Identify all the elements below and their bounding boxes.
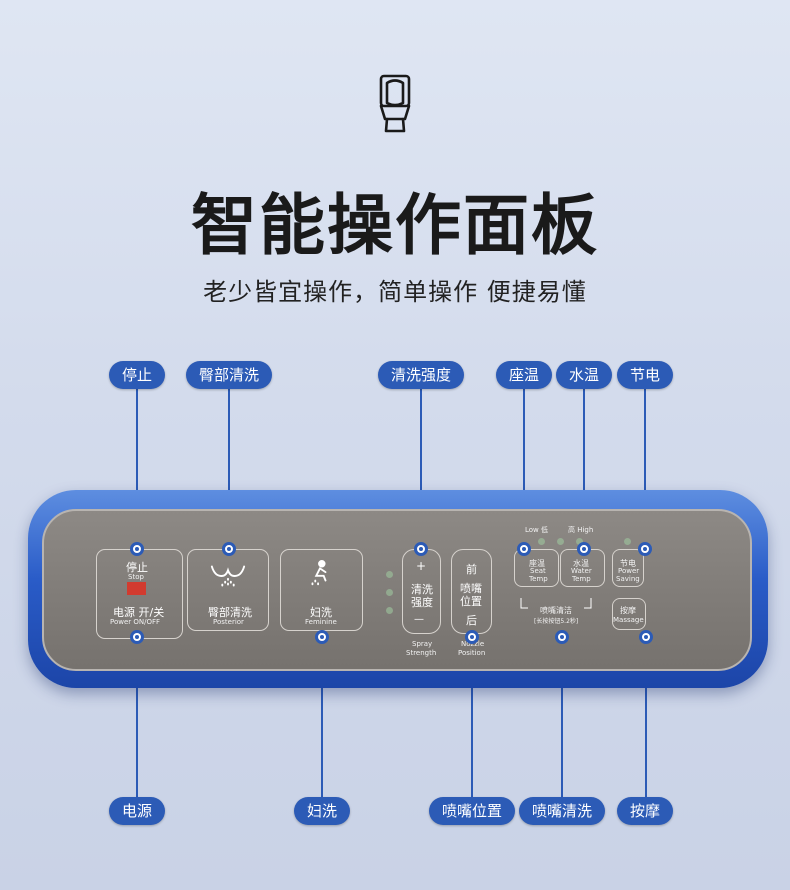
connector-nozzle-position xyxy=(471,638,473,798)
callout-seat-temp: 座温 xyxy=(496,361,552,389)
massage-label-en: Massage xyxy=(613,616,644,624)
seat-temp-button[interactable] xyxy=(514,549,559,587)
toilet-icon xyxy=(379,74,411,133)
temp-indicator-1 xyxy=(538,538,545,545)
nozzle-clean-bracket xyxy=(520,598,592,609)
position-label-1: 喷嘴 xyxy=(460,582,482,595)
callout-massage: 按摩 xyxy=(617,797,673,825)
power-label-en: Power ON/OFF xyxy=(110,618,161,626)
marker-strength xyxy=(414,542,428,556)
callout-nozzle-clean: 喷嘴清洗 xyxy=(519,797,605,825)
marker-nozzle-clean xyxy=(555,630,569,644)
strength-minus[interactable]: — xyxy=(414,614,424,625)
posterior-label-en: Posterior xyxy=(213,618,244,626)
strength-en-1: Spray xyxy=(412,640,433,648)
strength-label-2: 强度 xyxy=(411,596,433,609)
connector-strength xyxy=(420,389,422,549)
feminine-icon xyxy=(311,560,327,586)
marker-massage xyxy=(639,630,653,644)
callout-power-saving: 节电 xyxy=(617,361,673,389)
marker-posterior xyxy=(222,542,236,556)
control-panel-face xyxy=(42,509,752,671)
strength-indicator-3 xyxy=(386,607,393,614)
power-saving-indicator xyxy=(624,538,631,545)
page-subtitle: 老少皆宜操作，简单操作 便捷易懂 xyxy=(203,278,587,306)
feminine-label-en: Feminine xyxy=(305,618,337,626)
stop-label-en: Stop xyxy=(128,573,144,581)
callout-power: 电源 xyxy=(109,797,165,825)
connector-nozzle-clean xyxy=(561,638,563,798)
stop-indicator xyxy=(127,582,146,595)
position-en-1: Nozzle xyxy=(461,640,485,648)
connector-power xyxy=(136,638,138,798)
posterior-icon xyxy=(210,565,246,587)
marker-power-saving xyxy=(638,542,652,556)
position-front[interactable]: 前 xyxy=(466,563,477,576)
strength-plus[interactable]: + xyxy=(416,559,427,573)
marker-seat-temp xyxy=(517,542,531,556)
water-temp-label: 水温 xyxy=(573,559,589,568)
power-label: 电源 开/关 xyxy=(113,606,165,619)
connector-massage xyxy=(645,638,647,798)
connector-water-temp xyxy=(583,389,585,549)
water-temp-en-1: Water xyxy=(571,567,592,575)
temp-indicator-3 xyxy=(576,538,583,545)
position-back[interactable]: 后 xyxy=(466,614,477,627)
callout-water-temp: 水温 xyxy=(556,361,612,389)
strength-label-1: 清洗 xyxy=(411,583,433,596)
power-saving-label: 节电 xyxy=(620,559,636,568)
power-saving-button[interactable] xyxy=(612,549,644,587)
connector-feminine xyxy=(321,638,323,798)
callout-feminine: 妇洗 xyxy=(294,797,350,825)
connector-posterior xyxy=(228,389,230,549)
seat-temp-en-2: Temp xyxy=(529,575,548,583)
marker-nozzle-position xyxy=(465,630,479,644)
temp-low-label: Low 低 xyxy=(525,526,549,534)
marker-stop xyxy=(130,542,144,556)
page-title: 智能操作面板 xyxy=(191,187,599,264)
marker-feminine xyxy=(315,630,329,644)
marker-power xyxy=(130,630,144,644)
strength-indicator-2 xyxy=(386,589,393,596)
temp-high-label: 高 High xyxy=(568,526,594,534)
temp-indicator-2 xyxy=(557,538,564,545)
connector-seat-temp xyxy=(523,389,525,549)
strength-indicator-1 xyxy=(386,571,393,578)
callout-stop: 停止 xyxy=(109,361,165,389)
callout-strength: 清洗强度 xyxy=(378,361,464,389)
water-temp-en-2: Temp xyxy=(572,575,591,583)
strength-en-2: Strength xyxy=(406,649,437,657)
position-label-2: 位置 xyxy=(460,595,482,608)
stop-label: 停止 xyxy=(126,561,148,574)
seat-temp-label: 座温 xyxy=(529,559,545,568)
marker-water-temp xyxy=(577,542,591,556)
connector-power-saving xyxy=(644,389,646,549)
massage-button[interactable] xyxy=(612,598,646,630)
posterior-label: 臀部清洗 xyxy=(208,606,252,619)
callout-posterior: 臀部清洗 xyxy=(186,361,272,389)
nozzle-clean-note: [长按按钮5.2秒] xyxy=(534,618,579,625)
massage-label: 按摩 xyxy=(620,606,636,615)
nozzle-clean-label[interactable]: 喷嘴清洁 xyxy=(540,606,572,615)
power-saving-en-1: Power xyxy=(618,567,640,575)
connector-stop xyxy=(136,389,138,549)
power-saving-en-2: Saving xyxy=(616,575,640,583)
seat-temp-en-1: Seat xyxy=(530,567,546,575)
position-en-2: Position xyxy=(458,649,486,657)
feminine-label: 妇洗 xyxy=(310,606,332,619)
callout-nozzle-position: 喷嘴位置 xyxy=(429,797,515,825)
